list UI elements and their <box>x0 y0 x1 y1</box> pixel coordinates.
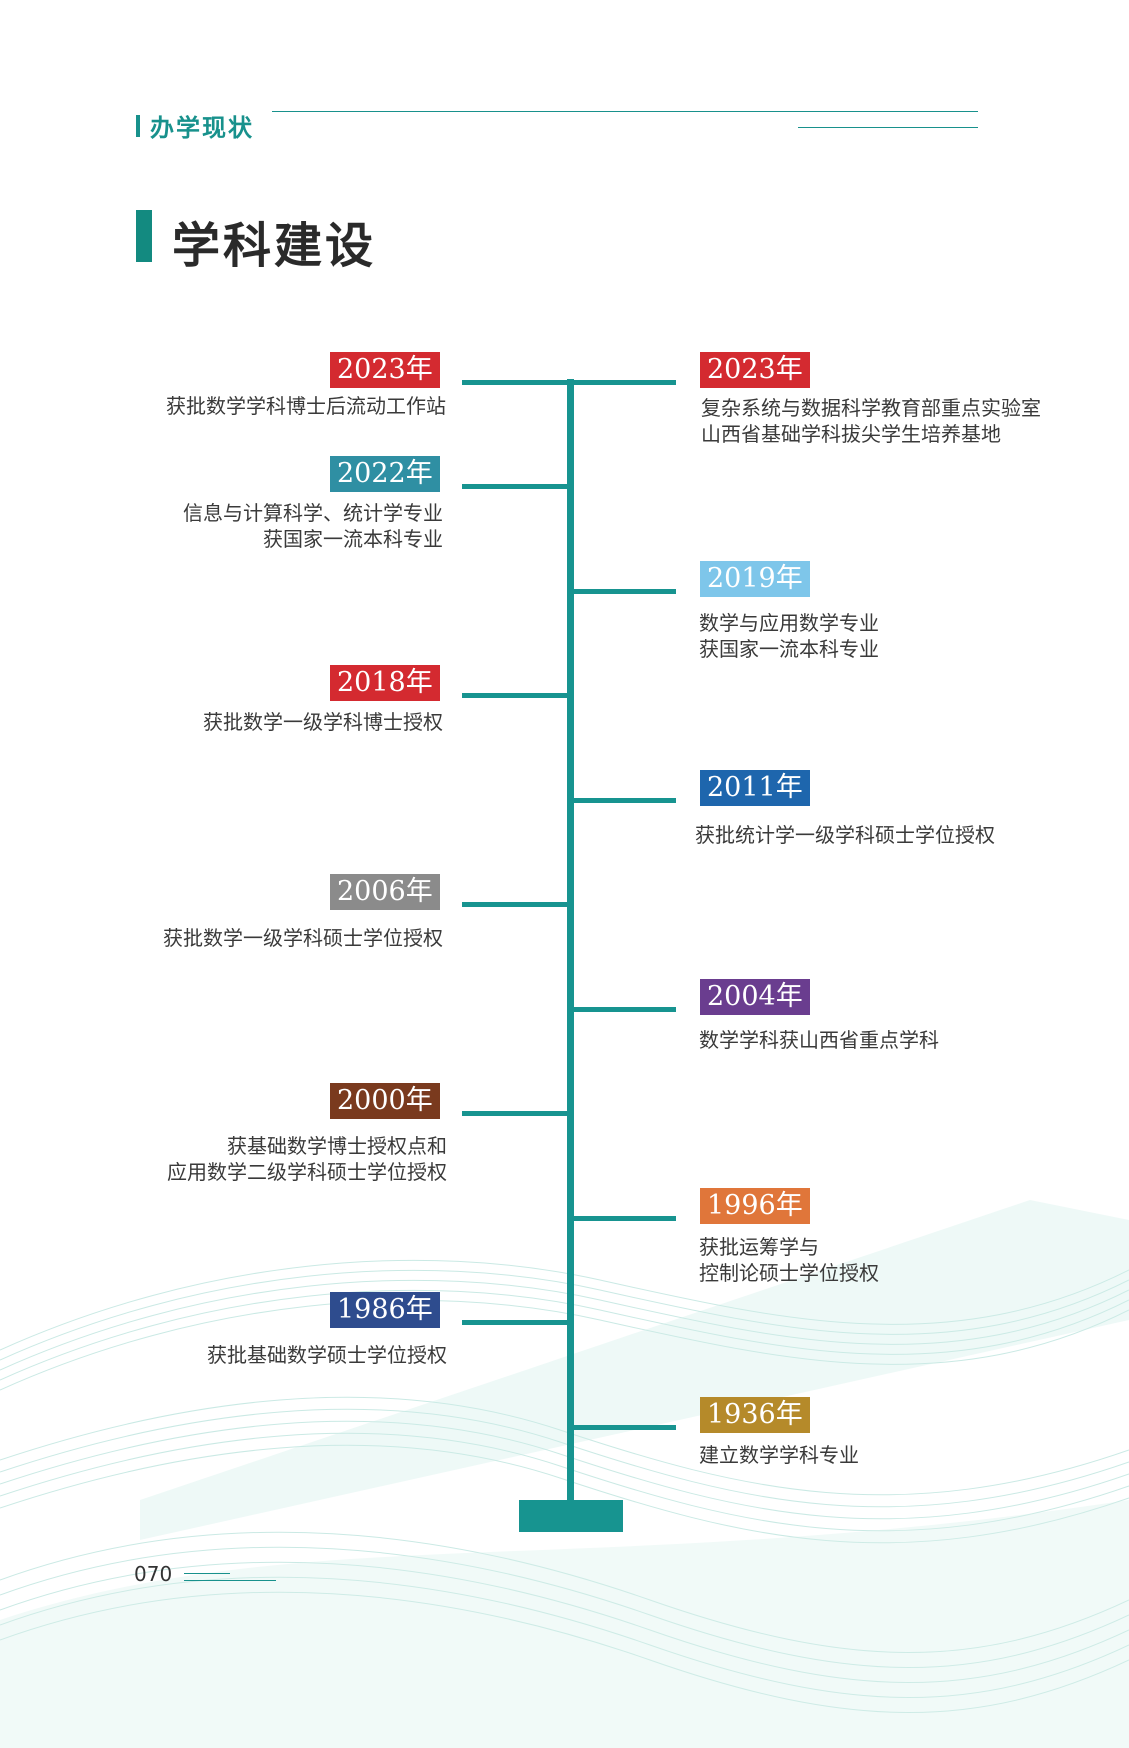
title-accent-bar <box>136 210 152 262</box>
timeline-branch-left <box>462 1320 570 1325</box>
year-badge: 2011年 <box>700 770 810 806</box>
page-title: 学科建设 <box>172 218 377 274</box>
timeline-branch-left <box>462 693 570 698</box>
milestone-text: 获批数学一级学科硕士学位授权 <box>163 926 443 950</box>
milestone-text: 信息与计算科学、统计学专业 获国家一流本科专业 <box>183 501 443 551</box>
section-label: 办学现状 <box>150 114 254 142</box>
timeline-branch-right <box>570 1425 676 1430</box>
milestone-text: 获批基础数学硕士学位授权 <box>207 1343 447 1367</box>
milestone-text: 获批统计学一级学科硕士学位授权 <box>695 823 995 847</box>
milestone-text: 数学与应用数学专业 获国家一流本科专业 <box>699 611 879 661</box>
year-badge: 2000年 <box>330 1083 440 1119</box>
timeline-branch-right <box>570 1007 676 1012</box>
year-badge: 2023年 <box>700 352 810 388</box>
year-badge: 2023年 <box>330 352 440 388</box>
page-number: 070 <box>134 1562 173 1586</box>
timeline-branch-left <box>462 902 570 907</box>
timeline-base <box>519 1500 623 1532</box>
timeline-branch-left <box>462 484 570 489</box>
year-badge: 2004年 <box>700 979 810 1015</box>
year-badge: 2019年 <box>700 561 810 597</box>
footer-rule <box>184 1580 276 1581</box>
timeline-branch-right <box>570 589 676 594</box>
header-rule <box>272 111 978 112</box>
year-badge: 1936年 <box>700 1397 810 1433</box>
timeline-spine <box>567 379 574 1501</box>
year-badge: 2022年 <box>330 456 440 492</box>
timeline-branch-right <box>570 798 676 803</box>
timeline-branch-left <box>462 380 570 385</box>
year-badge: 2006年 <box>330 874 440 910</box>
milestone-text: 获基础数学博士授权点和 应用数学二级学科硕士学位授权 <box>167 1134 447 1184</box>
timeline-branch-left <box>462 1111 570 1116</box>
timeline-branch-right <box>570 1216 676 1221</box>
timeline-branch-right <box>570 380 676 385</box>
milestone-text: 获批数学学科博士后流动工作站 <box>166 394 446 418</box>
wave-decoration <box>0 1200 1129 1748</box>
year-badge: 1996年 <box>700 1188 810 1224</box>
milestone-text: 获批运筹学与 控制论硕士学位授权 <box>699 1235 879 1285</box>
footer-rule <box>184 1573 230 1574</box>
milestone-text: 建立数学学科专业 <box>699 1443 859 1467</box>
year-badge: 2018年 <box>330 665 440 701</box>
year-badge: 1986年 <box>330 1292 440 1328</box>
header-rule-short <box>798 127 978 128</box>
milestone-text: 复杂系统与数据科学教育部重点实验室 山西省基础学科拔尖学生培养基地 <box>701 396 1041 446</box>
milestone-text: 获批数学一级学科博士授权 <box>203 710 443 734</box>
header-accent-bar <box>136 115 140 137</box>
milestone-text: 数学学科获山西省重点学科 <box>699 1028 939 1052</box>
